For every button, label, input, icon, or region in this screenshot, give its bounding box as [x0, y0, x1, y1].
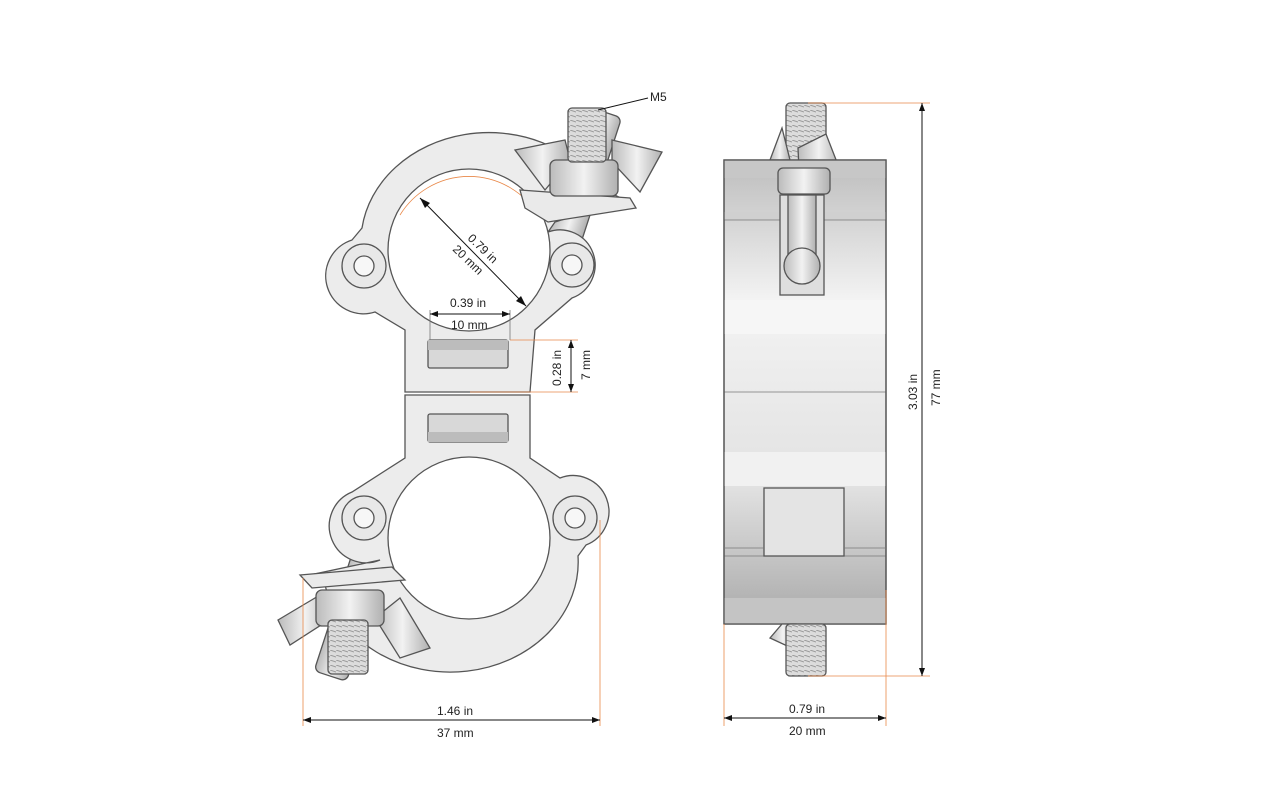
- slot-height-dimension: 0.28 in 7 mm: [470, 339, 593, 393]
- overall-height-dimension: 3.03 in 77 mm: [808, 102, 943, 677]
- upper-wing-nut: [513, 107, 663, 197]
- upper-clamp: [325, 131, 638, 393]
- lower-bore: [387, 456, 551, 620]
- slot-width-dimension: 0.39 in 10 mm: [430, 296, 510, 332]
- overall-height-mm: 77 mm: [929, 369, 943, 406]
- lower-wing-nut: [277, 589, 431, 675]
- side-view: 3.03 in 77 mm 0.79 in 20 mm: [723, 102, 943, 738]
- overall-height-in: 3.03 in: [906, 374, 920, 410]
- side-width-dimension: 0.79 in 20 mm: [723, 590, 887, 738]
- front-view: M5 0.79 in 20 mm 0.39 in 10 mm 0.28 in 7…: [277, 90, 667, 740]
- overall-width-mm: 37 mm: [437, 726, 474, 740]
- slot-height-mm: 7 mm: [579, 350, 593, 380]
- slot-width-mm: 10 mm: [451, 318, 488, 332]
- slot-height-in: 0.28 in: [550, 350, 564, 386]
- side-width-mm: 20 mm: [789, 724, 826, 738]
- slot-width-in: 0.39 in: [450, 296, 486, 310]
- upper-bore: [387, 168, 551, 332]
- overall-width-dimension: 1.46 in 37 mm: [302, 520, 601, 740]
- thread-label: M5: [650, 90, 667, 104]
- overall-width-in: 1.46 in: [437, 704, 473, 718]
- lower-clamp: [298, 394, 610, 673]
- side-width-in: 0.79 in: [789, 702, 825, 716]
